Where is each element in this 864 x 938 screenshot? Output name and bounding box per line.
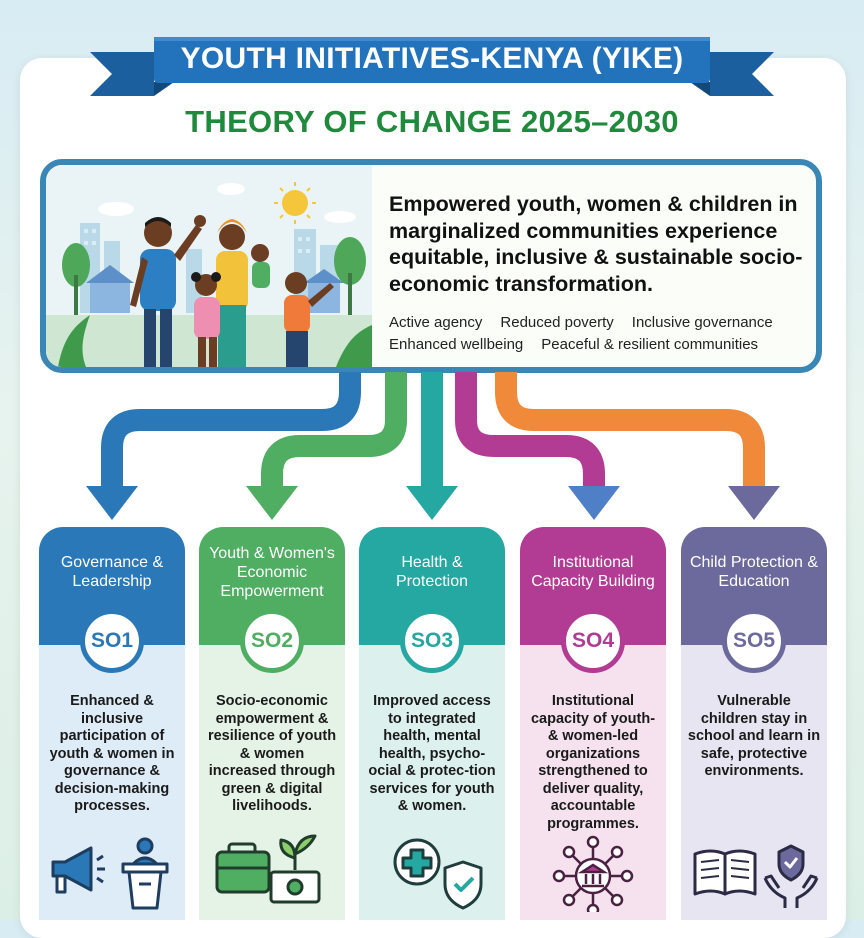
outcome-item: Peaceful & resilient communities bbox=[541, 336, 759, 353]
pillar-description: Institutional capacity of youth-& women-… bbox=[530, 693, 656, 832]
so-badge: SO2 bbox=[240, 609, 304, 673]
arrowhead-so5 bbox=[728, 486, 780, 520]
money-plant-icon bbox=[269, 834, 321, 904]
so-badge: SO5 bbox=[722, 609, 786, 673]
health-cross-icon bbox=[393, 838, 441, 886]
pillar-so1: Governance & Leadership SO1 Enhanced & i… bbox=[39, 527, 185, 920]
pillar-description: Vulnerable children stay in school and l… bbox=[687, 693, 821, 779]
outcome-row: Enhanced wellbeing Peaceful & resilient … bbox=[389, 334, 816, 355]
podium-speaker-icon bbox=[121, 837, 169, 910]
outcome-item: Inclusive governance bbox=[631, 314, 773, 331]
pillar-description: Improved access to integrated health, me… bbox=[368, 693, 496, 814]
arrow-to-so4 bbox=[455, 372, 605, 488]
outcome-item: Enhanced wellbeing bbox=[389, 336, 524, 353]
pillar-icon-group bbox=[215, 834, 321, 904]
arrowhead-so1 bbox=[86, 486, 138, 520]
megaphone-icon bbox=[51, 846, 105, 894]
outcome-row: Active agency Reduced poverty Inclusive … bbox=[389, 312, 816, 333]
institution-network-icon bbox=[552, 835, 634, 912]
outcome-item: Reduced poverty bbox=[500, 314, 614, 331]
pillar-so4: Institutional Capacity Building SO4 Inst… bbox=[520, 527, 666, 920]
impact-panel: Empowered youth, women & children in mar… bbox=[40, 159, 822, 373]
arrowhead-so4 bbox=[568, 486, 620, 520]
so-badge: SO1 bbox=[80, 609, 144, 673]
org-title: YOUTH INITIATIVES-KENYA (YIKE) bbox=[180, 42, 684, 75]
arrow-to-so1 bbox=[101, 372, 361, 488]
family-community-illustration bbox=[46, 165, 372, 367]
connector-arrows bbox=[86, 372, 780, 520]
so-badge: SO3 bbox=[400, 609, 464, 673]
pillar-description: Enhanced & inclusive participation of yo… bbox=[49, 693, 175, 814]
outcome-list: Active agency Reduced poverty Inclusive … bbox=[389, 312, 816, 355]
open-book-icon bbox=[693, 849, 757, 896]
ribbon-graphic bbox=[90, 37, 774, 96]
pillar-so5: Child Protection & Education SO5 Vulnera… bbox=[681, 527, 827, 920]
pillar-so3: Health & Protection SO3 Improved access … bbox=[359, 527, 505, 920]
pillar-icon-group bbox=[393, 838, 483, 910]
so-badge: SO4 bbox=[561, 609, 625, 673]
pillar-icon-group bbox=[693, 844, 819, 908]
hands-heart-icon bbox=[763, 844, 819, 908]
page-subtitle: THEORY OF CHANGE 2025–2030 bbox=[185, 104, 679, 139]
arrow-to-so5 bbox=[495, 372, 765, 488]
pillar-description: Socio-economic empowerment & resilience … bbox=[207, 693, 337, 814]
briefcase-icon bbox=[215, 842, 271, 894]
pillar-icon-group bbox=[51, 837, 169, 910]
pillar-title: Institutional Capacity Building bbox=[520, 527, 666, 645]
arrowhead-so3 bbox=[406, 486, 458, 520]
impact-statement: Empowered youth, women & children in mar… bbox=[389, 192, 803, 296]
title-banner: YOUTH INITIATIVES-KENYA (YIKE) bbox=[90, 22, 774, 96]
arrow-to-so2 bbox=[261, 372, 407, 488]
arrowhead-so2 bbox=[246, 486, 298, 520]
shield-check-icon bbox=[443, 860, 483, 910]
outcome-item: Active agency bbox=[389, 314, 483, 331]
pillar-title: Child Protection & Education bbox=[681, 527, 827, 645]
pillar-so2: Youth & Women's Economic Empowerment SO2… bbox=[199, 527, 345, 920]
